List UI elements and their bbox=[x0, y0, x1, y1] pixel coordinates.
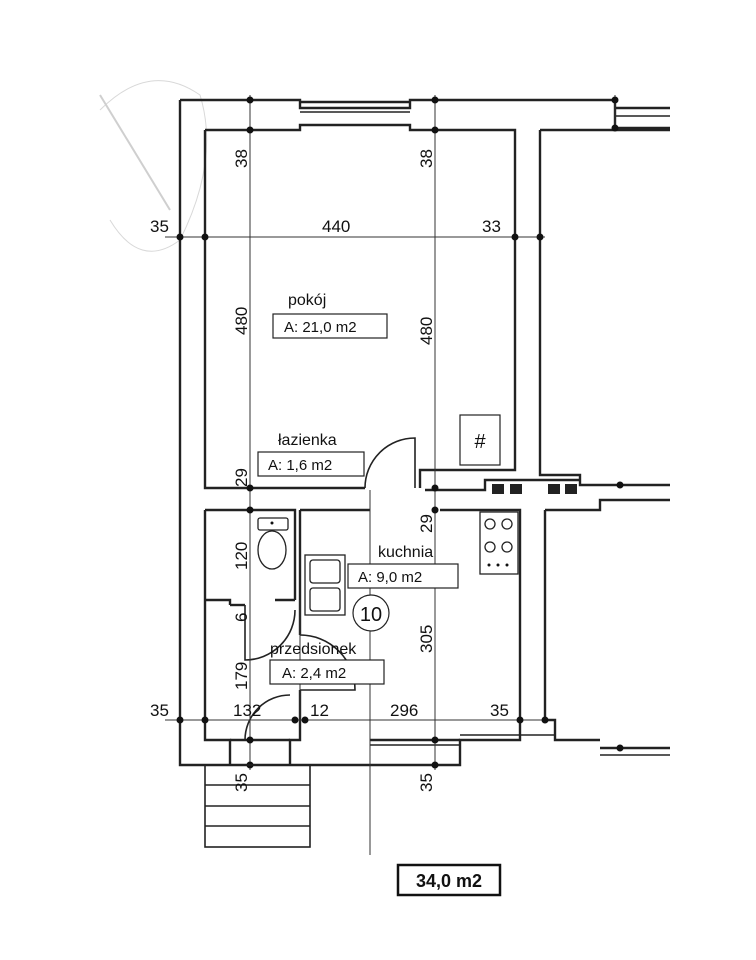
dim-room-height-left: 480 bbox=[232, 307, 251, 335]
room-area-box-przedsionek bbox=[269, 659, 385, 685]
outer-walls bbox=[178, 98, 670, 767]
dim-partition-left: 29 bbox=[232, 468, 251, 487]
room-name-lazienka: łazienka bbox=[278, 432, 337, 449]
room-area-box-kuchnia bbox=[347, 563, 459, 589]
dim-left-wall-upper: 35 bbox=[150, 217, 169, 236]
unit-number: 10 bbox=[360, 604, 382, 626]
ventilation-blocks bbox=[492, 484, 577, 494]
shaft-symbol: # bbox=[474, 431, 486, 453]
dim-top-left: 38 bbox=[232, 149, 251, 168]
total-area-box bbox=[396, 863, 502, 897]
room-area-kuchnia: A: 9,0 m2 bbox=[358, 569, 422, 586]
room-area-przedsionek: A: 2,4 m2 bbox=[282, 665, 346, 682]
dim-wall-12: 12 bbox=[310, 701, 329, 720]
dim-room-height-mid: 480 bbox=[417, 317, 436, 345]
dim-kitchen-height: 305 bbox=[417, 625, 436, 653]
room-name-przedsionek: przedsionek bbox=[270, 641, 357, 658]
dim-partition-mid: 29 bbox=[417, 514, 436, 533]
toilet-icon bbox=[257, 517, 289, 570]
room-area-lazienka: A: 1,6 m2 bbox=[268, 457, 332, 474]
dim-right-wall-lower: 35 bbox=[490, 701, 509, 720]
dim-hall-height: 179 bbox=[232, 662, 251, 690]
room-area-box-pokoj bbox=[272, 313, 388, 339]
dim-room-width: 440 bbox=[322, 217, 350, 236]
total-area: 34,0 m2 bbox=[416, 871, 482, 891]
unit-number-circle bbox=[352, 594, 390, 632]
room-area-pokoj: A: 21,0 m2 bbox=[284, 319, 357, 336]
dim-hall-width: 132 bbox=[233, 701, 261, 720]
shaft-box: # bbox=[459, 414, 501, 466]
dim-kitchen-width: 296 bbox=[390, 701, 418, 720]
room-name-pokoj: pokój bbox=[288, 292, 326, 309]
interior-walls bbox=[203, 508, 370, 765]
entrance-steps bbox=[204, 764, 311, 848]
dim-right-wall-upper: 33 bbox=[482, 217, 501, 236]
dim-bottom-mid: 35 bbox=[417, 773, 436, 792]
stove-icon bbox=[479, 511, 519, 575]
room-name-kuchnia: kuchnia bbox=[378, 544, 433, 561]
dim-bath-height: 120 bbox=[232, 542, 251, 570]
dimension-dots bbox=[176, 96, 624, 769]
dim-top-mid: 38 bbox=[417, 149, 436, 168]
dim-small-6: 6 bbox=[232, 613, 251, 622]
room-area-box-lazienka bbox=[257, 451, 365, 477]
dim-left-wall-lower: 35 bbox=[150, 701, 169, 720]
kitchen-sink-icon bbox=[304, 554, 346, 616]
dim-bottom-left: 35 bbox=[232, 773, 251, 792]
